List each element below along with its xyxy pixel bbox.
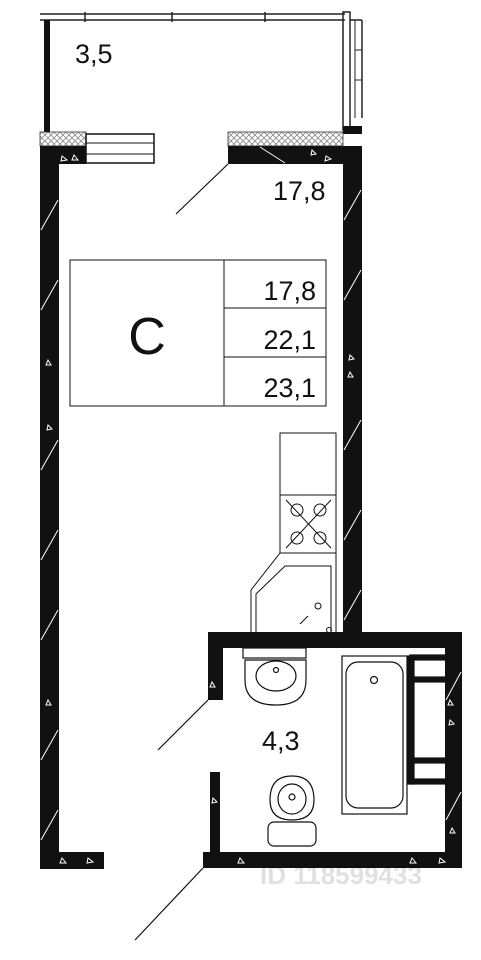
- washbasin-bowl-icon: [244, 659, 307, 706]
- bathroom-right-wall: [445, 632, 462, 868]
- entry-door-line: [175, 163, 229, 215]
- wall-marks: [45, 148, 456, 864]
- walls: [40, 146, 462, 869]
- summary-living-area: 17,8: [263, 276, 316, 306]
- counter: [279, 432, 337, 496]
- kitchen-sink-icon: [314, 602, 322, 610]
- left-wall: [40, 146, 59, 869]
- toilet-icon: [267, 775, 317, 847]
- bathtub: [341, 655, 408, 815]
- balcony-area-label: 3,5: [75, 39, 113, 69]
- watermark: ID 118599433: [260, 860, 422, 890]
- apartment-type-label: С: [128, 308, 166, 366]
- right-wall-room: [343, 146, 362, 632]
- sink-counter: [250, 552, 337, 641]
- bathtub-drain-icon: [369, 675, 379, 685]
- washbasin: [242, 647, 307, 659]
- summary-area-with-balcony: 23,1: [263, 373, 316, 403]
- towel-rail: [407, 654, 448, 785]
- bathroom: [242, 647, 448, 847]
- top-wall-left: [40, 146, 86, 164]
- bathroom-left-wall-top: [208, 640, 223, 700]
- bathroom-door-line: [157, 699, 209, 751]
- top-wall-right: [228, 146, 362, 164]
- summary-total-area: 22,1: [263, 325, 316, 355]
- kitchen: [250, 432, 337, 641]
- bathroom-area-label: 4,3: [262, 726, 300, 756]
- bathroom-bottom-wall: [203, 852, 462, 868]
- balcony: [39, 11, 363, 164]
- wall-hatching: [40, 146, 462, 841]
- bottom-wall-left: [40, 852, 104, 869]
- living-area-label: 17,8: [273, 176, 326, 206]
- stove-burners-icon: [285, 499, 332, 549]
- summary-table: С 17,8 22,1 23,1: [69, 259, 327, 407]
- bathroom-left-wall-bottom: [210, 772, 220, 852]
- apartment-door-line: [134, 867, 204, 941]
